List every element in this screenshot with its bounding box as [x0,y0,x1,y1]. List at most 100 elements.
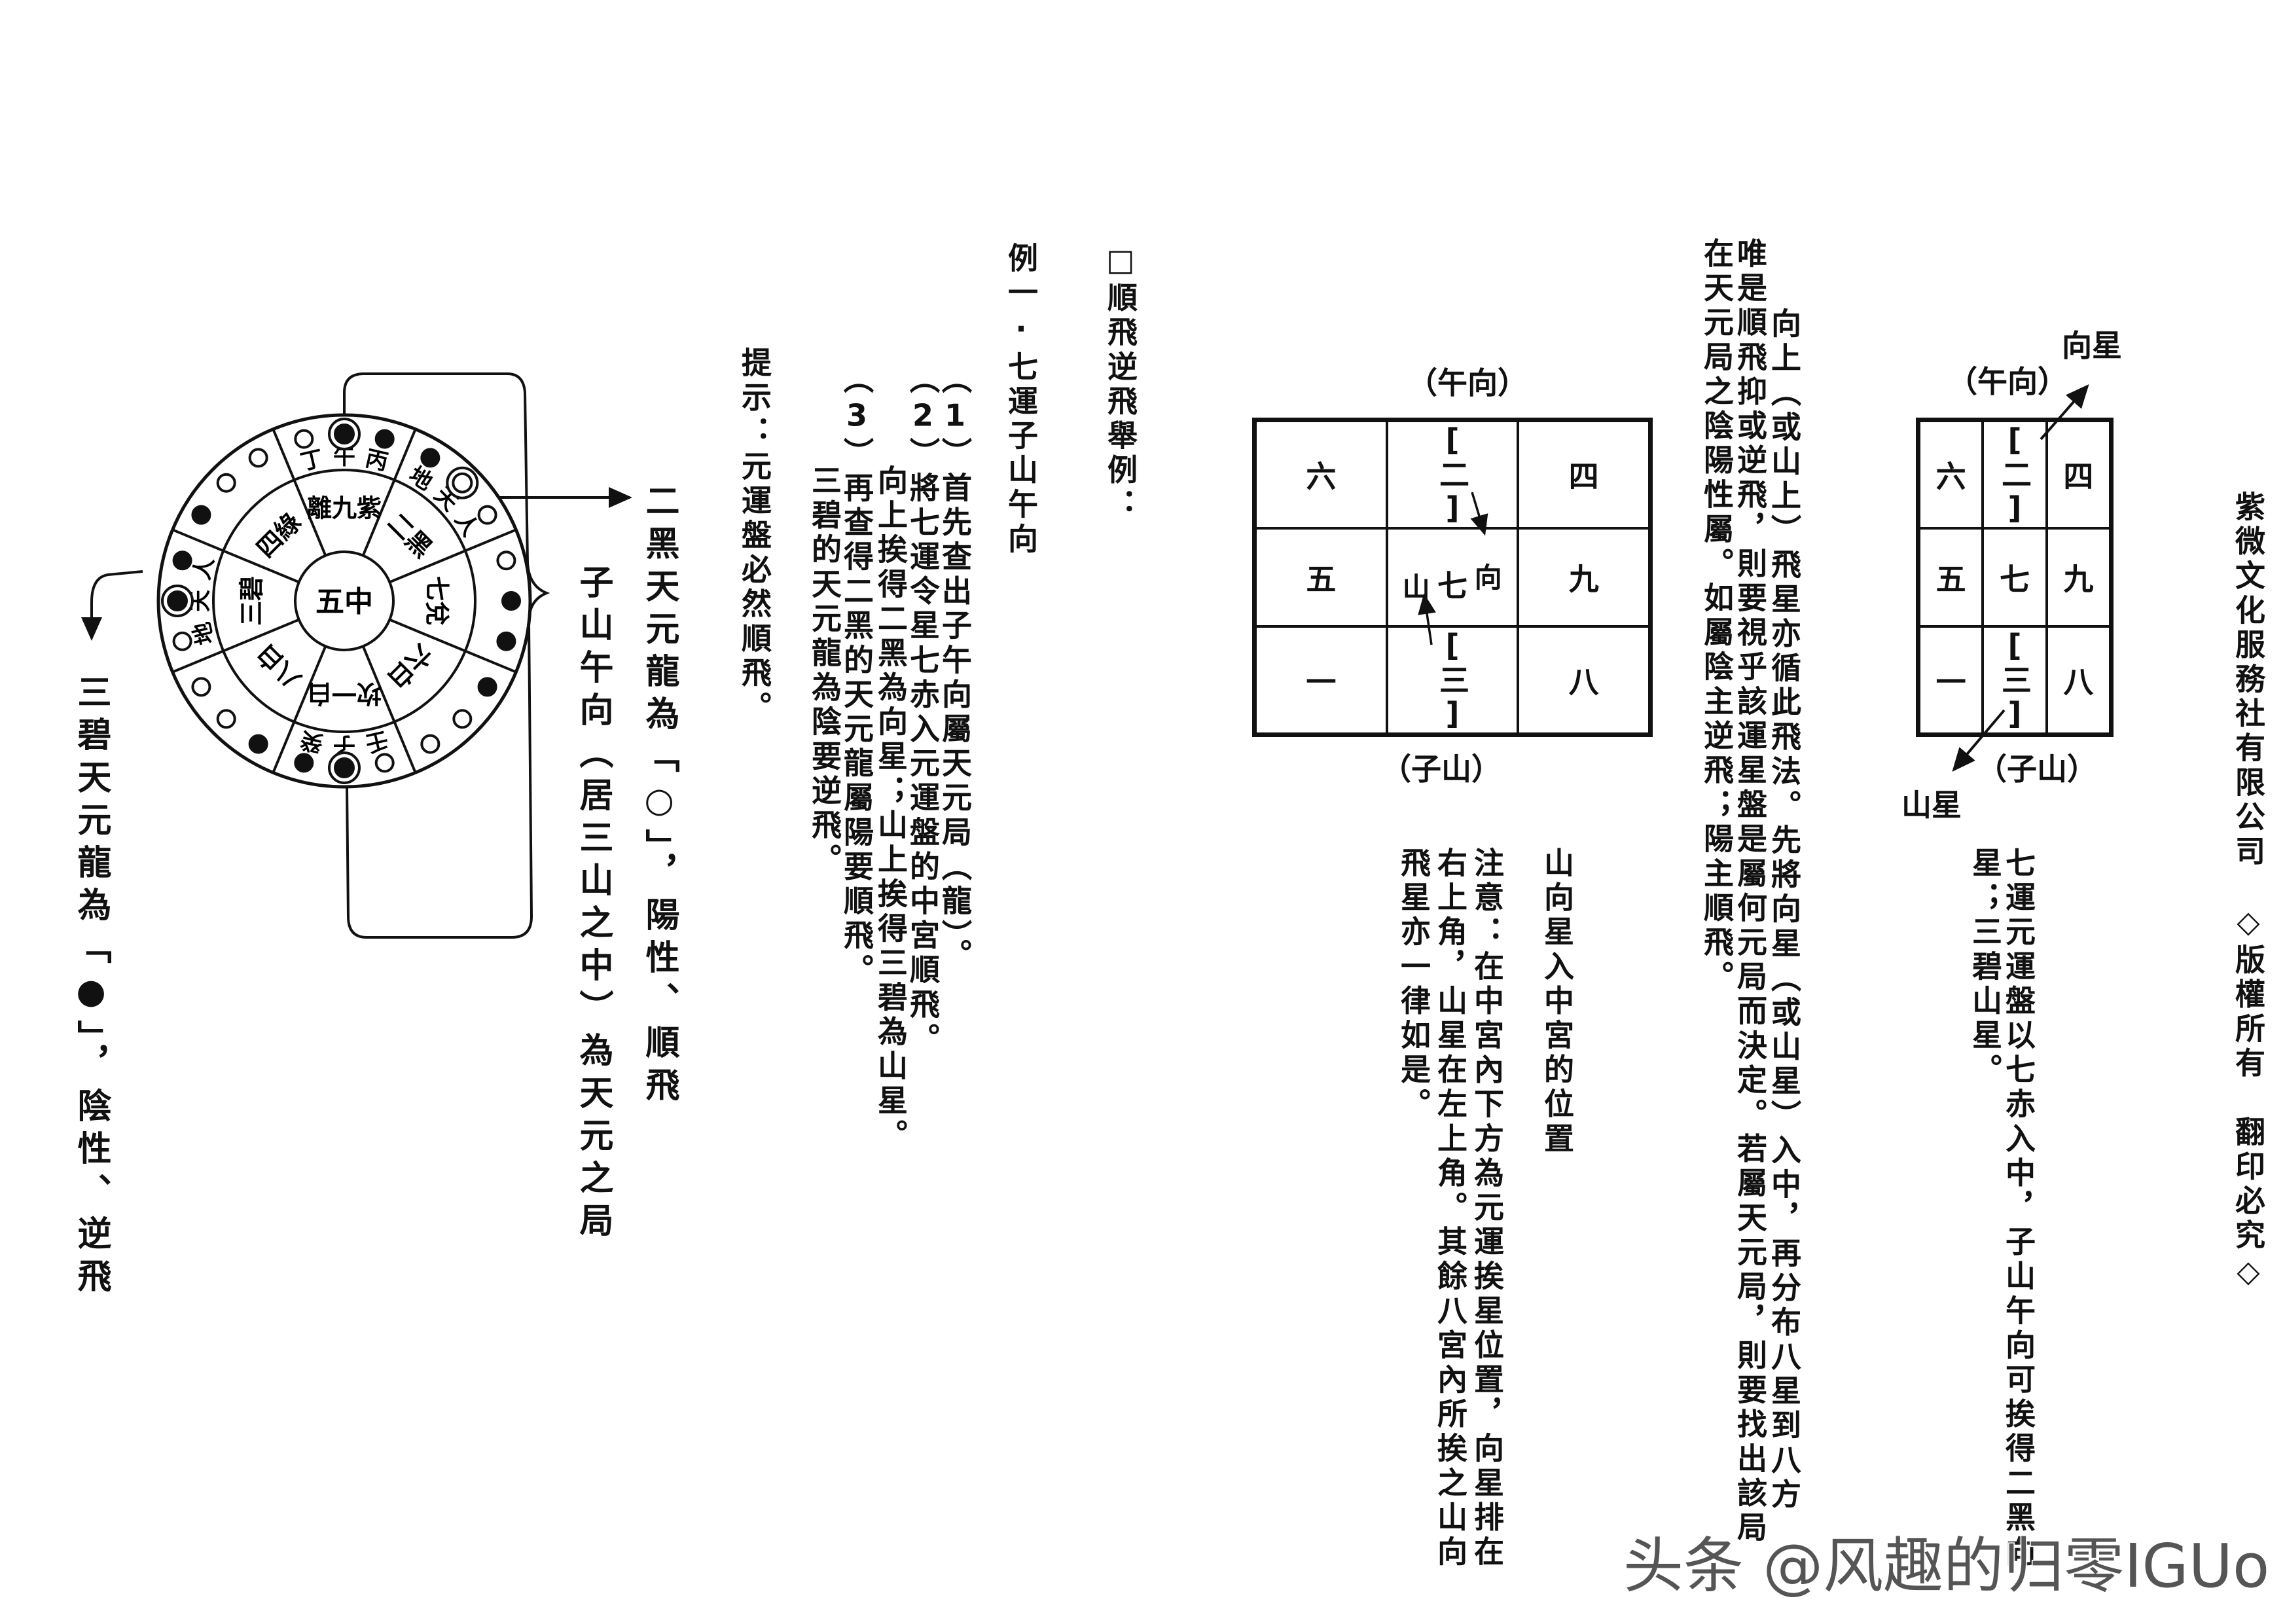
text-column-1: 向上（或山上）飛星亦循此飛法。先將向星（或山星）入中，再分布八星到八方 [1767,308,1802,1513]
grid-cell: 七 [1983,528,2047,626]
note-column-2: 星；三碧山星。 [1968,847,2003,1089]
middle-text-column-3: 右上角，山星在左上角。其餘八宮內所挨之山向 [1433,847,1468,1570]
black-dot-icon [172,550,192,571]
sector-divider [272,645,327,774]
black-dot-icon [501,591,521,611]
grid-top-label: （午向） [1947,364,2068,399]
outer-ring [156,413,532,789]
sector-divider [361,645,417,774]
grid-cell: 八 [2046,626,2110,734]
trigram-label: 四綠 [251,508,307,564]
bracket-line [343,372,550,939]
open-dot-icon [248,448,268,468]
grid-top-label: （午向） [1407,365,1528,401]
black-dot-icon [191,505,211,525]
black-dot-icon [334,424,355,444]
grid-cell: 五 [1255,528,1387,626]
note-center: 子山午向（居三山之中）為天元之局 [573,564,613,1245]
step-2: （2）將七運令星七赤入元運盤的中宮順飛。 [905,363,941,1057]
note-yin: 三碧天元龍為「●」，陰性、逆飛 [71,674,111,1301]
mountain-label: 地 [405,461,437,496]
center-label: 五中 [315,585,373,619]
black-dot-icon [477,677,497,697]
open-dot-icon [452,709,473,729]
mountain-label: 地 [189,619,219,647]
flying-star-grid-right: 六 [二] 四 五 七 九 一 [三] 八 [1916,418,2114,737]
black-dot-icon [420,448,441,468]
mountain-label: 天 [429,482,463,516]
note-column-1: 七運元運盤以七赤入中，子山午向可挨得二黑向 [2001,847,2036,1570]
mountain-label: 天 [187,590,213,612]
grid-bottom-label: （子山） [1977,751,2097,787]
mountain-label: 子 [333,732,355,758]
copyright-notice: 紫微文化服務社有限公司 ◇版權所有 翻印必究◇ [2231,491,2266,1293]
mountain-label: 癸 [298,726,326,757]
open-dot-icon [374,753,395,773]
dot-ring-icon [328,418,361,450]
step-2-continued: 向上挨得二黑為向星；山上挨得三碧為山星。 [873,465,909,1153]
grid-cell: 四 [1518,421,1649,528]
open-dot-icon [191,677,211,697]
grid-center-cell: 山 七 向 [1386,528,1519,626]
middle-text-column-4: 飛星亦一律如是。 [1396,847,1431,1123]
black-dot-icon [248,734,268,754]
grid-cell: 一 [1919,626,1983,734]
step-1: （1）首先查出子午向屬天元局（龍）。 [937,363,973,973]
dot-ring-icon [161,585,194,617]
trigram-ring [212,469,477,733]
sector-divider [389,528,517,584]
black-dot-icon [496,631,516,651]
center-star: 七 [1437,568,1467,604]
open-dot-icon [452,472,473,494]
flying-star-grid-middle: 六 [二] 四 五 山 七 向 九 一 [三] 八 [1252,418,1653,737]
center-circle [294,550,395,651]
open-dot-icon [294,429,314,449]
grid-cell: 六 [1919,421,1983,528]
sector-divider [171,618,300,674]
hint: 提示：元運盤必然順飛。 [737,347,772,726]
black-dot-icon [374,429,395,449]
sector-divider [389,618,517,674]
black-dot-icon [294,753,314,773]
dot-ring-icon [446,466,479,499]
step-3-continued: 三碧的天元龍為陰要逆飛。 [807,465,842,878]
mountain-label: 壬 [363,726,390,757]
mountain-label: 丙 [363,445,390,476]
middle-text-column-1: 山向星入中宮的位置 [1539,847,1575,1157]
grid-cell: [三] [1983,626,2047,734]
mountain-label: 人 [450,508,484,541]
grid-cell: 八 [1518,626,1649,734]
trigram-label: 離九紫 [307,494,382,523]
open-dot-icon [172,631,192,651]
trigram-label: 七兌 [423,576,452,626]
mountain-star-label: 山星 [1901,787,1962,823]
grid-cell: [三] [1386,626,1519,734]
mountain-label: 午 [333,444,355,470]
center-facing-label: 向 [1474,562,1502,594]
open-dot-icon [216,473,236,493]
sector-divider [361,428,417,556]
trigram-label: 六白 [382,639,438,695]
trigram-label: 八白 [251,639,307,695]
grid-cell: 九 [2046,528,2110,626]
text-column-2: 唯是順飛抑或逆飛，則要視乎該運星盤是屬何元局而決定。若屬天元局，則要找出該局 [1733,238,1768,1546]
arrow-left [81,570,143,641]
text-column-3: 在天元局之陰陽性屬。如屬陰主逆飛；陽主順飛。 [1699,238,1735,996]
black-dot-icon [167,590,188,611]
step-3: （3）再查得二黑的天元龍屬陽要順飛。 [839,363,874,988]
center-mountain-label: 山 [1402,571,1430,604]
mountain-label: 人 [189,554,219,582]
grid-cell: [二] [1983,421,2047,528]
sector-divider [272,428,327,556]
open-dot-icon [420,734,441,754]
mountain-label: 丁 [298,445,325,476]
grid-cell: 一 [1255,626,1387,734]
dot-ring-icon [328,751,361,784]
example-title: 例一‧七運子山午向 [1003,242,1039,558]
luopan-disk: 五中離九紫丁午丙二黑地天人七兌六白坎一白壬子癸八白三碧地天人四綠 [156,413,532,789]
grid-cell: 六 [1255,421,1387,528]
trigram-label: 三碧 [238,576,266,626]
open-dot-icon [216,709,236,729]
grid-cell: 九 [1518,528,1649,626]
